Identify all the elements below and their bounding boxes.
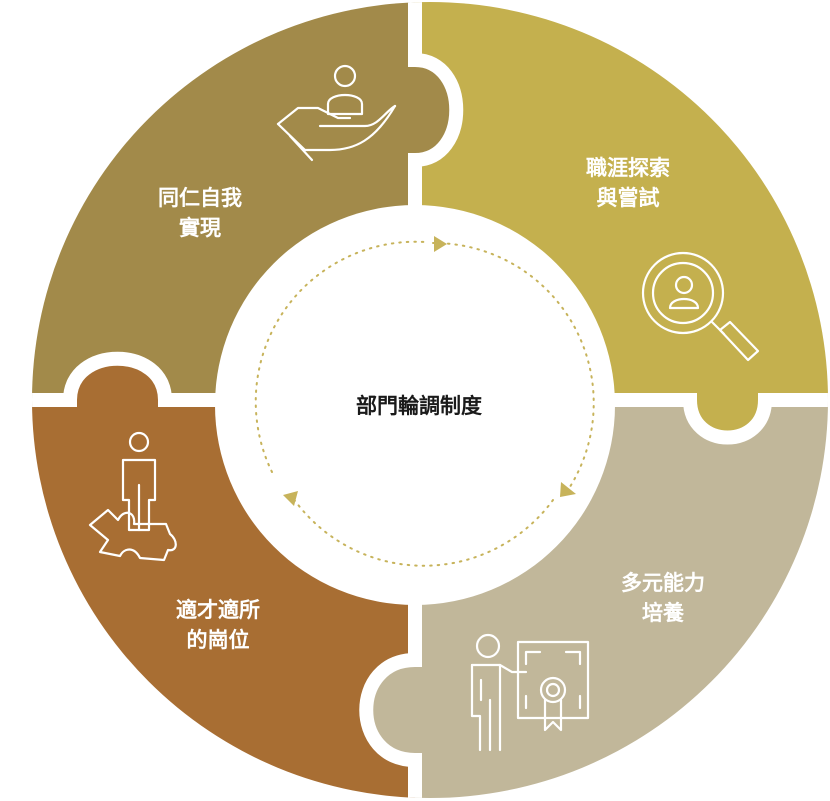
cycle-arrowheads [283,236,576,506]
self-realization-line2: 實現 [179,216,221,240]
arrowhead-top [434,236,447,252]
center-circle [215,205,615,605]
arrowhead-right [560,482,576,497]
arrowhead-left [283,491,298,506]
career-exploration-line2: 與嘗試 [597,186,660,210]
hand-holding-person-icon [276,64,397,162]
right-position-line1: 適才適所 [176,598,260,622]
cycle-dotted-arcs [254,240,595,567]
magnifier-person-icon [641,251,760,362]
person-on-puzzle-icon [88,431,177,562]
right-position-line2: 的崗位 [187,628,250,652]
presenter-certificate-icon [470,633,590,752]
diverse-ability-line2: 培養 [642,601,685,625]
self-realization-line1: 同仁自我 [158,186,242,210]
career-exploration-line1: 職涯探索 [586,156,670,180]
diverse-ability-line1: 多元能力 [621,571,705,595]
center-label: 部門輪調制度 [356,394,482,418]
